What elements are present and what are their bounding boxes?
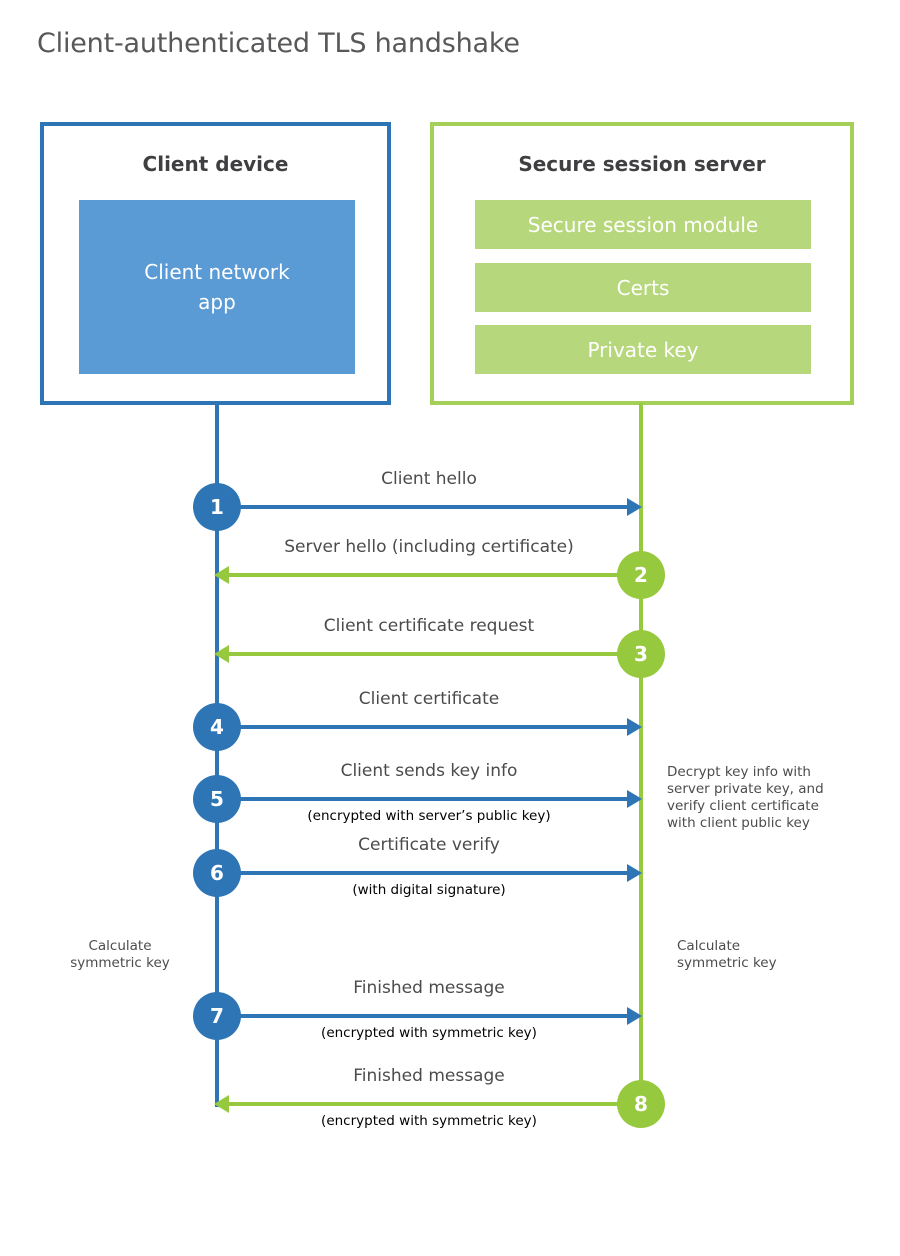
message-label: Finished message (353, 978, 505, 998)
arrowhead-right-icon (627, 790, 642, 808)
server-box-title: Secure session server (518, 152, 766, 176)
client-device-title: Client device (142, 152, 289, 176)
message-label: Server hello (including certificate) (284, 537, 574, 557)
calculate-symmetric-key-client: Calculate symmetric key (70, 938, 170, 971)
arrowhead-right-icon (627, 718, 642, 736)
step-circle: 7 (193, 992, 241, 1040)
message-sublabel: (encrypted with server’s public key) (307, 808, 551, 824)
message-row-certificate-verify: 6 Certificate verify (with digital signa… (0, 835, 900, 898)
message-row-key-info: 5 Client sends key info (encrypted with … (0, 761, 900, 824)
client-lifeline (215, 403, 219, 1107)
arrow-left (229, 1102, 641, 1106)
arrow-left (229, 652, 641, 656)
message-label: Client sends key info (340, 761, 518, 781)
message-sublabel: (with digital signature) (352, 882, 506, 898)
arrow-right (217, 505, 628, 509)
message-label: Certificate verify (358, 835, 500, 855)
server-lifeline (639, 403, 643, 1104)
server-module-certs: Certs (475, 263, 811, 312)
message-row-client-hello: 1 Client hello (0, 469, 900, 531)
arrow-left (229, 573, 641, 577)
step-circle: 4 (193, 703, 241, 751)
arrowhead-right-icon (627, 864, 642, 882)
message-sublabel: (encrypted with symmetric key) (321, 1113, 537, 1129)
arrow-right (217, 797, 628, 801)
message-label: Client hello (381, 469, 477, 489)
message-label: Client certificate (358, 689, 500, 709)
arrow-right (217, 725, 628, 729)
arrowhead-right-icon (627, 498, 642, 516)
arrow-right (217, 1014, 628, 1018)
arrowhead-left-icon (214, 1095, 229, 1113)
step-circle: 3 (617, 630, 665, 678)
server-module-secure-session: Secure session module (475, 200, 811, 249)
message-row-cert-request: 3 Client certificate request (0, 616, 900, 678)
step-circle: 5 (193, 775, 241, 823)
message-row-server-hello: 2 Server hello (including certificate) (0, 537, 900, 599)
step-circle: 6 (193, 849, 241, 897)
arrowhead-right-icon (627, 1007, 642, 1025)
message-sublabel: (encrypted with symmetric key) (321, 1025, 537, 1041)
message-label: Finished message (353, 1066, 505, 1086)
arrowhead-left-icon (214, 566, 229, 584)
message-row-finished-server: 8 Finished message (encrypted with symme… (0, 1066, 900, 1129)
message-row-client-certificate: 4 Client certificate (0, 689, 900, 751)
server-box: Secure session server Secure session mod… (430, 122, 854, 405)
page-title: Client-authenticated TLS handshake (37, 28, 520, 59)
message-label: Client certificate request (323, 616, 535, 636)
step-circle: 8 (617, 1080, 665, 1128)
step-circle: 1 (193, 483, 241, 531)
client-network-app-block: Client network app (79, 200, 355, 374)
decrypt-key-note: Decrypt key info with server private key… (667, 764, 824, 831)
arrowhead-left-icon (214, 645, 229, 663)
arrow-right (217, 871, 628, 875)
message-row-finished-client: 7 Finished message (encrypted with symme… (0, 978, 900, 1041)
step-circle: 2 (617, 551, 665, 599)
server-module-private-key: Private key (475, 325, 811, 374)
calculate-symmetric-key-server: Calculate symmetric key (677, 938, 777, 971)
client-device-box: Client device Client network app (40, 122, 391, 405)
